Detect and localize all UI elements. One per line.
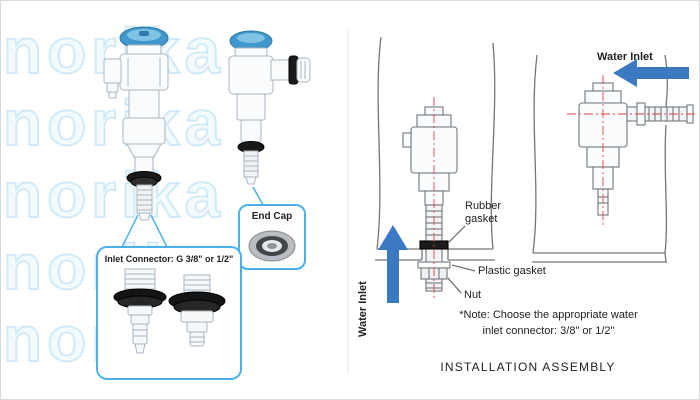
inlet-connector-illustration-2 [168, 274, 226, 347]
inlet-connector-illustration-1 [113, 268, 167, 354]
end-cap-label: End Cap [251, 211, 293, 222]
water-inlet-label-top: Water Inlet [597, 51, 653, 63]
note-line-2: inlet connector: 3/8" or 1/2" [482, 325, 615, 337]
inlet-connector-callout [96, 214, 242, 380]
note-line-1: *Note: Choose the appropriate water [459, 309, 638, 321]
label-leader-lines [447, 225, 476, 294]
tank-cross-section-bottom-entry [375, 36, 496, 261]
plastic-gasket-label: Plastic gasket [478, 265, 546, 277]
fill-valve-side-entry [228, 30, 311, 185]
installation-assembly-caption: INSTALLATION ASSEMBLY [440, 360, 616, 374]
rubber-gasket-label: Rubber gasket [465, 200, 502, 225]
brand-watermark-row: norika [2, 87, 226, 159]
fill-valve-bottom-entry [103, 26, 169, 221]
end-cap-illustration [248, 230, 296, 262]
nut-label: Nut [464, 289, 482, 301]
brand-watermark-row: norika [2, 159, 226, 231]
inlet-connector-label: Inlet Connector: G 3/8" or 1/2" [104, 254, 234, 264]
fill-valve-diagram-side-entry [567, 75, 697, 225]
tank-cross-section-side-entry [532, 54, 669, 263]
water-inlet-arrow-left-icon [613, 59, 689, 87]
water-inlet-arrow-up-icon [378, 225, 408, 303]
fill-valve-diagram-bottom-entry [402, 97, 458, 299]
water-inlet-label-vertical: Water Inlet [357, 281, 369, 337]
note-text: *Note: Choose the appropriate water inle… [421, 307, 676, 339]
end-cap-callout [238, 186, 306, 270]
